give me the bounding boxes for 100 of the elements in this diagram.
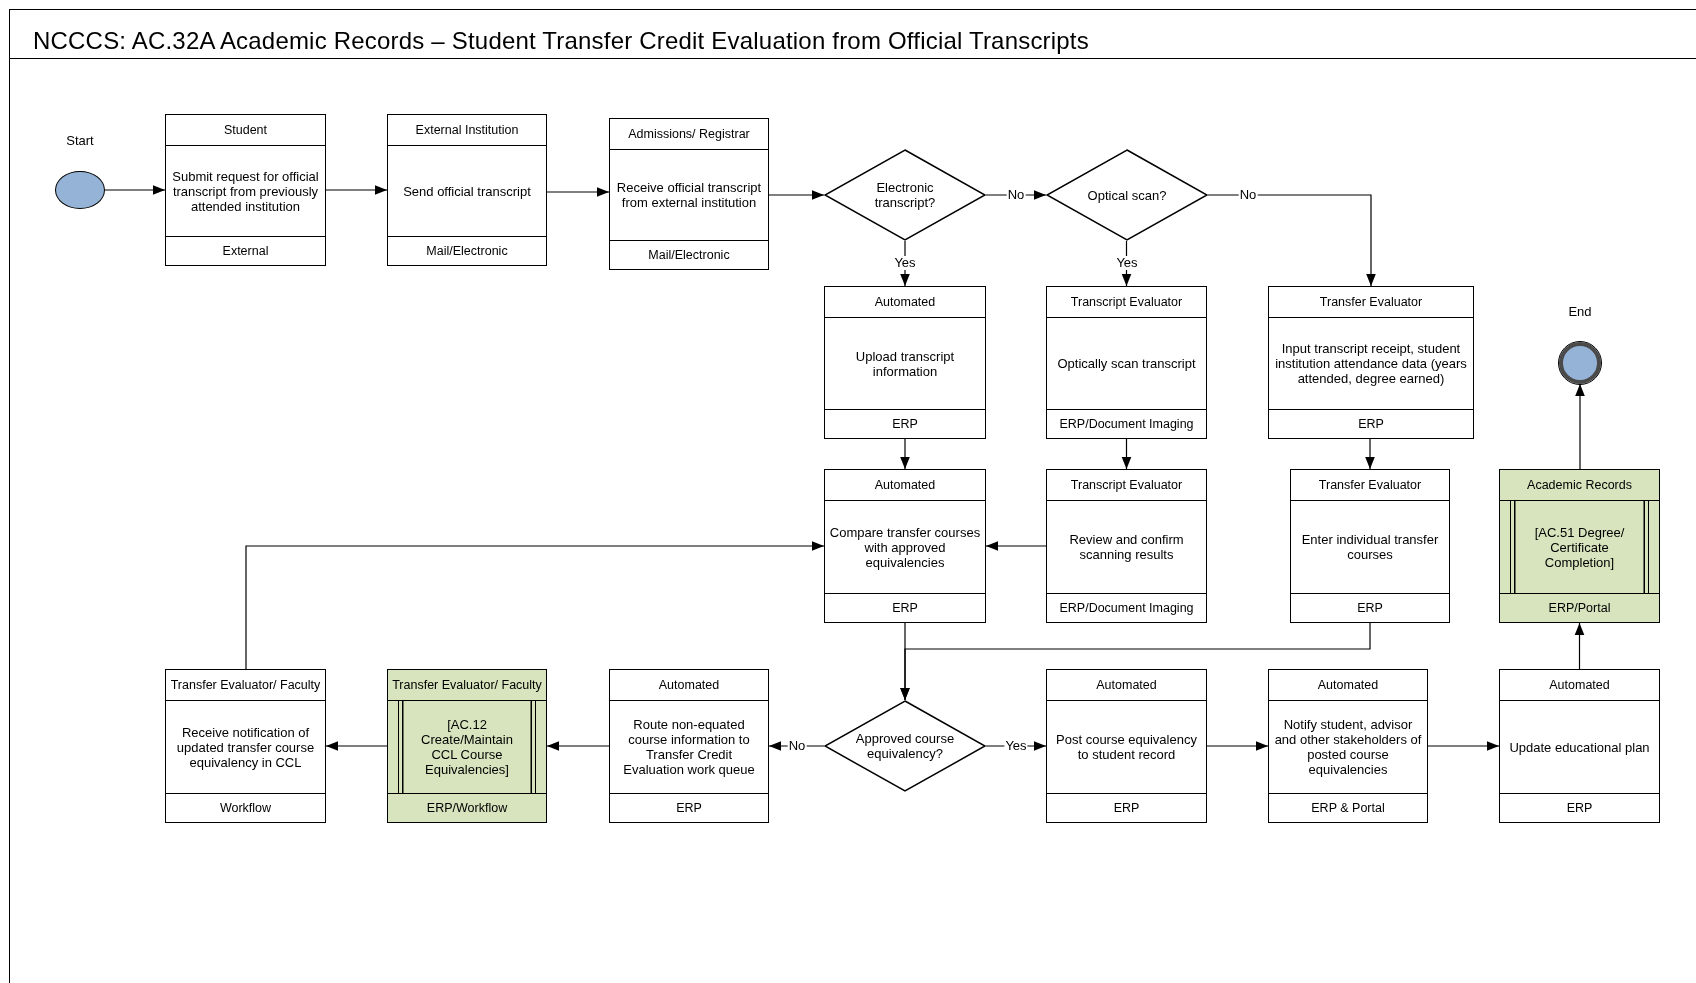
role-label: Transfer Evaluator/ Faculty [392, 678, 542, 692]
edge-label: Yes [1115, 256, 1139, 270]
process-box [1268, 286, 1474, 439]
role-label: Transcript Evaluator [1070, 295, 1183, 309]
process-box [1046, 469, 1207, 623]
edge-label: No [1006, 188, 1026, 202]
role-label: Automated [874, 295, 936, 309]
step-text: Send official transcript [403, 183, 531, 199]
role-label: Academic Records [1527, 478, 1632, 492]
process-box [824, 286, 986, 439]
diagram-title: NCCCS: AC.32A Academic Records – Student Transfer Credit Evaluation from Official Transcripts [33, 27, 1089, 55]
arrow [900, 240, 910, 287]
step-text: Notify student, advisor and other stakeholders of posted course equivalencies [1273, 717, 1423, 777]
arrow [546, 187, 610, 197]
step-text: Upload transcript information [854, 348, 956, 379]
step-text: Receive notification of updated transfer course equivalency in CCL [175, 724, 316, 770]
system-label: ERP & Portal [1311, 801, 1385, 815]
role-label: Transfer Evaluator [1319, 295, 1423, 309]
system-label: ERP/Document Imaging [1059, 601, 1194, 615]
subprocess-box [387, 669, 547, 823]
role-label: Automated [1317, 678, 1379, 692]
system-label: ERP/Workflow [426, 801, 508, 815]
arrow [1427, 741, 1500, 751]
decision-diamond [1046, 149, 1208, 241]
role-label: Automated [1549, 678, 1610, 692]
process-box [387, 114, 547, 266]
arrow [768, 190, 825, 200]
step-text: Post course equivalency to student record [1055, 732, 1198, 762]
role-label: Transfer Evaluator [1318, 478, 1422, 492]
process-box [1290, 469, 1450, 623]
process-box [824, 469, 986, 623]
system-label: ERP/Portal [1548, 601, 1611, 615]
step-text: Review and confirm scanning results [1068, 532, 1185, 562]
decision-diamond [824, 149, 986, 241]
system-label: ERP [1566, 801, 1593, 815]
edge-label: Yes [893, 256, 917, 270]
arrow [1365, 438, 1375, 470]
system-label: External [222, 244, 269, 258]
decision-text: Approved course equivalency? [854, 731, 956, 761]
decision-text: Optical scan? [1086, 187, 1168, 203]
arrow [985, 541, 1047, 551]
arrow [1121, 438, 1132, 470]
arrow [546, 741, 610, 751]
role-label: Automated [658, 678, 720, 692]
start-event [55, 171, 105, 209]
decision-text: Electronic transcript? [873, 180, 937, 210]
arrow [900, 438, 910, 470]
process-box [1046, 286, 1207, 439]
edge-label: No [1238, 188, 1258, 202]
step-text: Enter individual transfer courses [1300, 532, 1440, 562]
role-label: Transcript Evaluator [1070, 478, 1183, 492]
role-label: Admissions/ Registrar [628, 127, 750, 141]
arrow [245, 541, 825, 670]
system-label: ERP [1357, 601, 1383, 615]
system-label: ERP [676, 801, 702, 815]
arrow [900, 622, 1371, 701]
arrow [1574, 622, 1585, 670]
process-box [609, 669, 769, 823]
step-text: Optically scan transcript [1057, 356, 1196, 371]
step-text: [AC.51 Degree/ Certificate Completion] [1533, 524, 1626, 570]
role-label: Automated [874, 478, 936, 492]
arrow [325, 741, 388, 751]
system-label: ERP/Document Imaging [1059, 417, 1194, 431]
arrow [1121, 240, 1132, 287]
arrow [104, 185, 166, 195]
step-text: Receive official transcript from external institution [615, 180, 763, 210]
step-text: Submit request for official transcript from previously attended institution [171, 168, 320, 214]
system-label: Mail/Electronic [648, 248, 730, 262]
system-label: ERP [1113, 801, 1140, 815]
process-box [609, 118, 769, 270]
step-text: Update educational plan [1509, 739, 1650, 755]
event-label: End [1568, 304, 1592, 319]
step-text: Input transcript receipt, student institution attendance data (years attended, degree earned) [1274, 341, 1468, 386]
process-box [1046, 669, 1207, 823]
step-text: [AC.12 Create/Maintain CCL Course Equivalencies] [420, 717, 514, 777]
step-text: Compare transfer courses with approved equivalencies [829, 524, 981, 570]
arrow [1207, 194, 1376, 287]
decision-diamond [824, 700, 986, 792]
edge-label: No [787, 739, 807, 753]
system-label: Mail/Electronic [426, 244, 508, 258]
process-box [1268, 669, 1428, 823]
system-label: ERP [1358, 417, 1384, 431]
arrow [325, 185, 388, 195]
role-label: Automated [1096, 678, 1157, 692]
system-label: ERP [892, 601, 918, 615]
step-text: Route non-equated course information to Transfer Credit Evaluation work queue [622, 717, 756, 777]
edge-label: Yes [1004, 739, 1028, 753]
role-label: Transfer Evaluator/ Faculty [170, 678, 321, 692]
role-label: External Institution [415, 123, 519, 137]
role-label: Student [223, 123, 268, 137]
arrow [1575, 383, 1585, 470]
system-label: Workflow [219, 801, 272, 815]
process-box [1499, 669, 1660, 823]
end-event [1559, 342, 1601, 384]
arrow [1206, 741, 1269, 751]
process-box [165, 114, 326, 266]
process-box [165, 669, 326, 823]
event-label: Start [66, 133, 94, 148]
subprocess-box [1499, 469, 1660, 623]
system-label: ERP [892, 417, 918, 431]
